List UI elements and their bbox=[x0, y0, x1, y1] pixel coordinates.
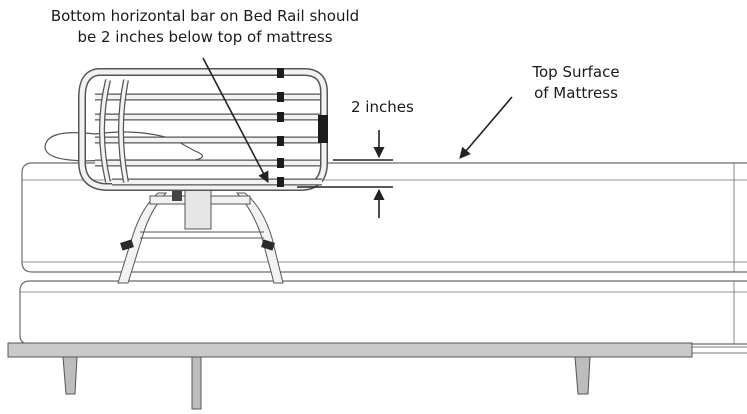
bed-base bbox=[19, 280, 747, 345]
dimension-label: 2 inches bbox=[351, 98, 414, 116]
rail-horizontal-bars bbox=[95, 93, 320, 167]
mattress-top-note-line1: Top Surface bbox=[532, 63, 620, 81]
dimension-lines bbox=[297, 159, 393, 188]
bed-legs bbox=[62, 356, 591, 410]
rail-mount-clip bbox=[172, 191, 182, 201]
bed-frame-board bbox=[7, 342, 693, 358]
rail-note-leader-arrow bbox=[202, 57, 269, 183]
rail-joint-caps bbox=[277, 68, 284, 187]
rail-leg-clamps bbox=[120, 239, 275, 251]
mattress-note-leader-arrow bbox=[459, 96, 513, 159]
rail-height-note-line1: Bottom horizontal bar on Bed Rail should bbox=[50, 7, 360, 25]
frame-rail-end bbox=[692, 346, 747, 354]
rail-height-note: Bottom horizontal bar on Bed Rail should… bbox=[15, 6, 395, 48]
rail-mount-bracket bbox=[184, 185, 212, 230]
rail-handle-grip bbox=[318, 115, 328, 143]
mattress-top-note: Top Surface of Mattress bbox=[516, 62, 636, 104]
mattress-top-note-line2: of Mattress bbox=[534, 84, 618, 102]
rail-height-note-line2: be 2 inches below top of mattress bbox=[77, 28, 333, 46]
